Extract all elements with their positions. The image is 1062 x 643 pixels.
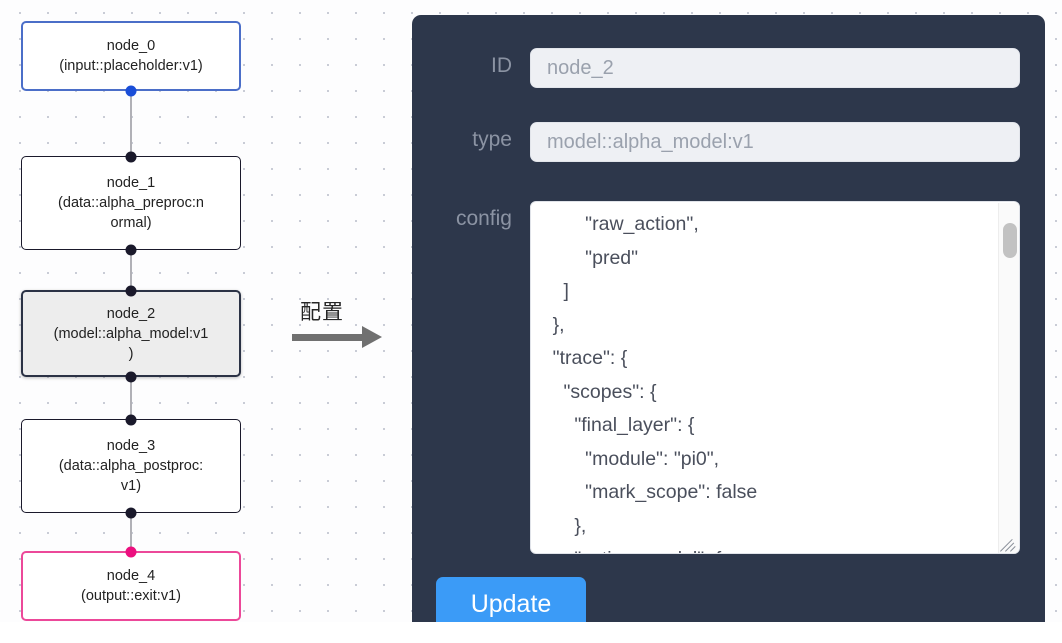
right-arrow-icon bbox=[292, 334, 364, 341]
port-node_2-out[interactable] bbox=[125, 371, 137, 383]
flow-node-node_3[interactable]: node_3 (data::alpha_postproc: v1) bbox=[21, 419, 241, 513]
config-field-label: config bbox=[455, 207, 512, 230]
annotation-label: 配置 bbox=[300, 300, 344, 324]
config-field-row: config "raw_action", "pred" ] }, "trace"… bbox=[412, 201, 1045, 554]
id-input[interactable]: node_2 bbox=[530, 48, 1020, 88]
type-field-row: type model::alpha_model:v1 bbox=[412, 122, 1045, 162]
node-title: node_3 bbox=[106, 438, 156, 454]
edge-node2-node3 bbox=[130, 376, 132, 419]
node-title: node_2 bbox=[106, 305, 156, 322]
flow-node-node_1[interactable]: node_1 (data::alpha_preproc:n ormal) bbox=[21, 156, 241, 250]
node-subtitle-line1: (model::alpha_model:v1 bbox=[53, 325, 209, 342]
resize-grip-icon[interactable] bbox=[1000, 535, 1017, 552]
edge-node1-node2 bbox=[130, 249, 132, 291]
port-node_4-in[interactable] bbox=[125, 546, 137, 558]
node-subtitle-line2: ) bbox=[128, 345, 134, 362]
flow-node-node_2[interactable]: node_2 (model::alpha_model:v1 ) bbox=[21, 290, 241, 377]
node-title: node_0 bbox=[106, 38, 156, 54]
id-field-row: ID node_2 bbox=[412, 48, 1045, 88]
flow-node-node_4[interactable]: node_4 (output::exit:v1) bbox=[21, 551, 241, 621]
edge-node0-node1 bbox=[130, 90, 132, 156]
scrollbar-thumb[interactable] bbox=[1003, 223, 1017, 258]
node-title: node_1 bbox=[106, 175, 156, 191]
node-subtitle-line2: v1) bbox=[120, 478, 142, 494]
edge-node3-node4 bbox=[130, 512, 132, 551]
port-node_2-in[interactable] bbox=[125, 285, 137, 297]
update-button[interactable]: Update bbox=[436, 577, 586, 622]
config-textarea[interactable]: "raw_action", "pred" ] }, "trace": { "sc… bbox=[530, 201, 1020, 554]
port-node_0-out[interactable] bbox=[125, 85, 137, 97]
node-subtitle: (input::placeholder:v1) bbox=[59, 58, 203, 74]
id-field-label: ID bbox=[491, 54, 512, 77]
port-node_3-out[interactable] bbox=[125, 507, 137, 519]
canvas-bottom-strip bbox=[0, 622, 1062, 643]
node-subtitle: (output::exit:v1) bbox=[81, 588, 181, 604]
config-textarea-content[interactable]: "raw_action", "pred" ] }, "trace": { "sc… bbox=[552, 213, 758, 553]
port-node_1-in[interactable] bbox=[125, 151, 137, 163]
node-subtitle-line2: ormal) bbox=[110, 215, 152, 231]
node-title: node_4 bbox=[106, 568, 156, 584]
type-input[interactable]: model::alpha_model:v1 bbox=[530, 122, 1020, 162]
type-field-label: type bbox=[472, 128, 512, 151]
node-subtitle-line1: (data::alpha_postproc: bbox=[58, 458, 204, 474]
port-node_1-out[interactable] bbox=[125, 244, 137, 256]
flow-node-node_0[interactable]: node_0 (input::placeholder:v1) bbox=[21, 21, 241, 91]
annotation-arrow-group: 配置 bbox=[292, 296, 392, 358]
right-arrow-head-icon bbox=[362, 326, 382, 348]
port-node_3-in[interactable] bbox=[125, 414, 137, 426]
config-vertical-scrollbar[interactable] bbox=[998, 203, 1019, 553]
node-subtitle-line1: (data::alpha_preproc:n bbox=[58, 195, 204, 211]
node-config-panel: ID node_2 type model::alpha_model:v1 con… bbox=[412, 15, 1045, 622]
config-textarea-wrapper: "raw_action", "pred" ] }, "trace": { "sc… bbox=[530, 201, 1020, 554]
